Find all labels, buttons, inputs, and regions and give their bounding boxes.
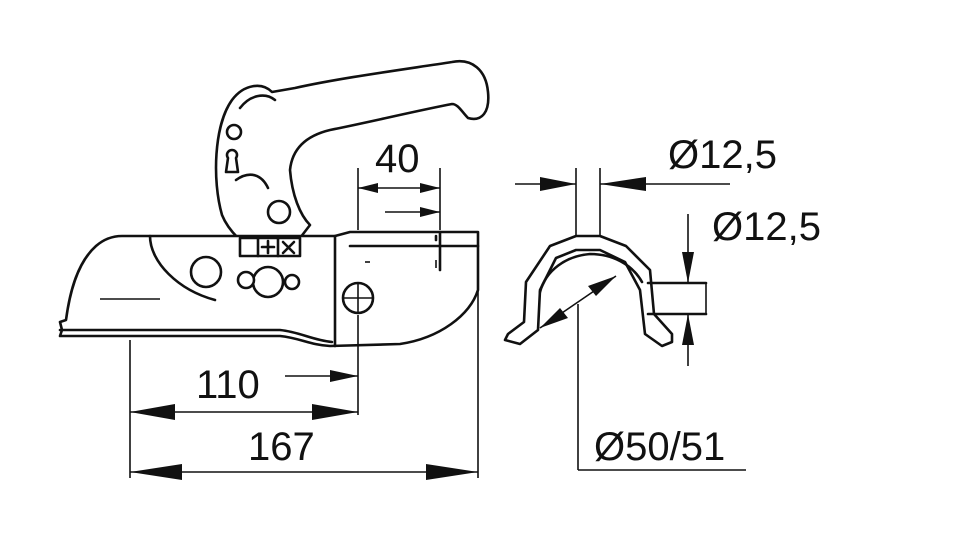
wear-indicator bbox=[238, 236, 302, 258]
clamp-profile-outer bbox=[503, 234, 674, 348]
keyhole bbox=[224, 148, 240, 174]
coupling-handle bbox=[214, 59, 490, 240]
dimension-110: 110 bbox=[130, 315, 359, 420]
indicator-knob bbox=[251, 265, 285, 299]
pivot-hole-small bbox=[225, 123, 243, 141]
dimension-167: 167 bbox=[129, 240, 479, 480]
label-flange-length: 40 bbox=[375, 137, 420, 181]
label-drawbar-diameter: Ø50/51 bbox=[594, 425, 725, 469]
clamp-cross-section bbox=[503, 168, 708, 348]
plus-icon bbox=[260, 239, 276, 255]
dimension-bolt-top: Ø12,5 bbox=[515, 133, 777, 191]
label-bolt-top: Ø12,5 bbox=[668, 133, 777, 177]
label-bolt-side: Ø12,5 bbox=[712, 205, 821, 249]
cross-icon bbox=[281, 240, 296, 255]
pivot-hole-large bbox=[266, 199, 292, 225]
coupling-side-view bbox=[58, 59, 490, 348]
dimension-bolt-side: Ø12,5 bbox=[682, 205, 821, 366]
dimension-drawbar: Ø50/51 bbox=[539, 275, 746, 471]
label-length-to-hole: 110 bbox=[196, 363, 260, 407]
body-hole bbox=[189, 255, 223, 289]
label-length-overall: 167 bbox=[248, 425, 315, 469]
dimension-40: 40 bbox=[357, 137, 441, 230]
